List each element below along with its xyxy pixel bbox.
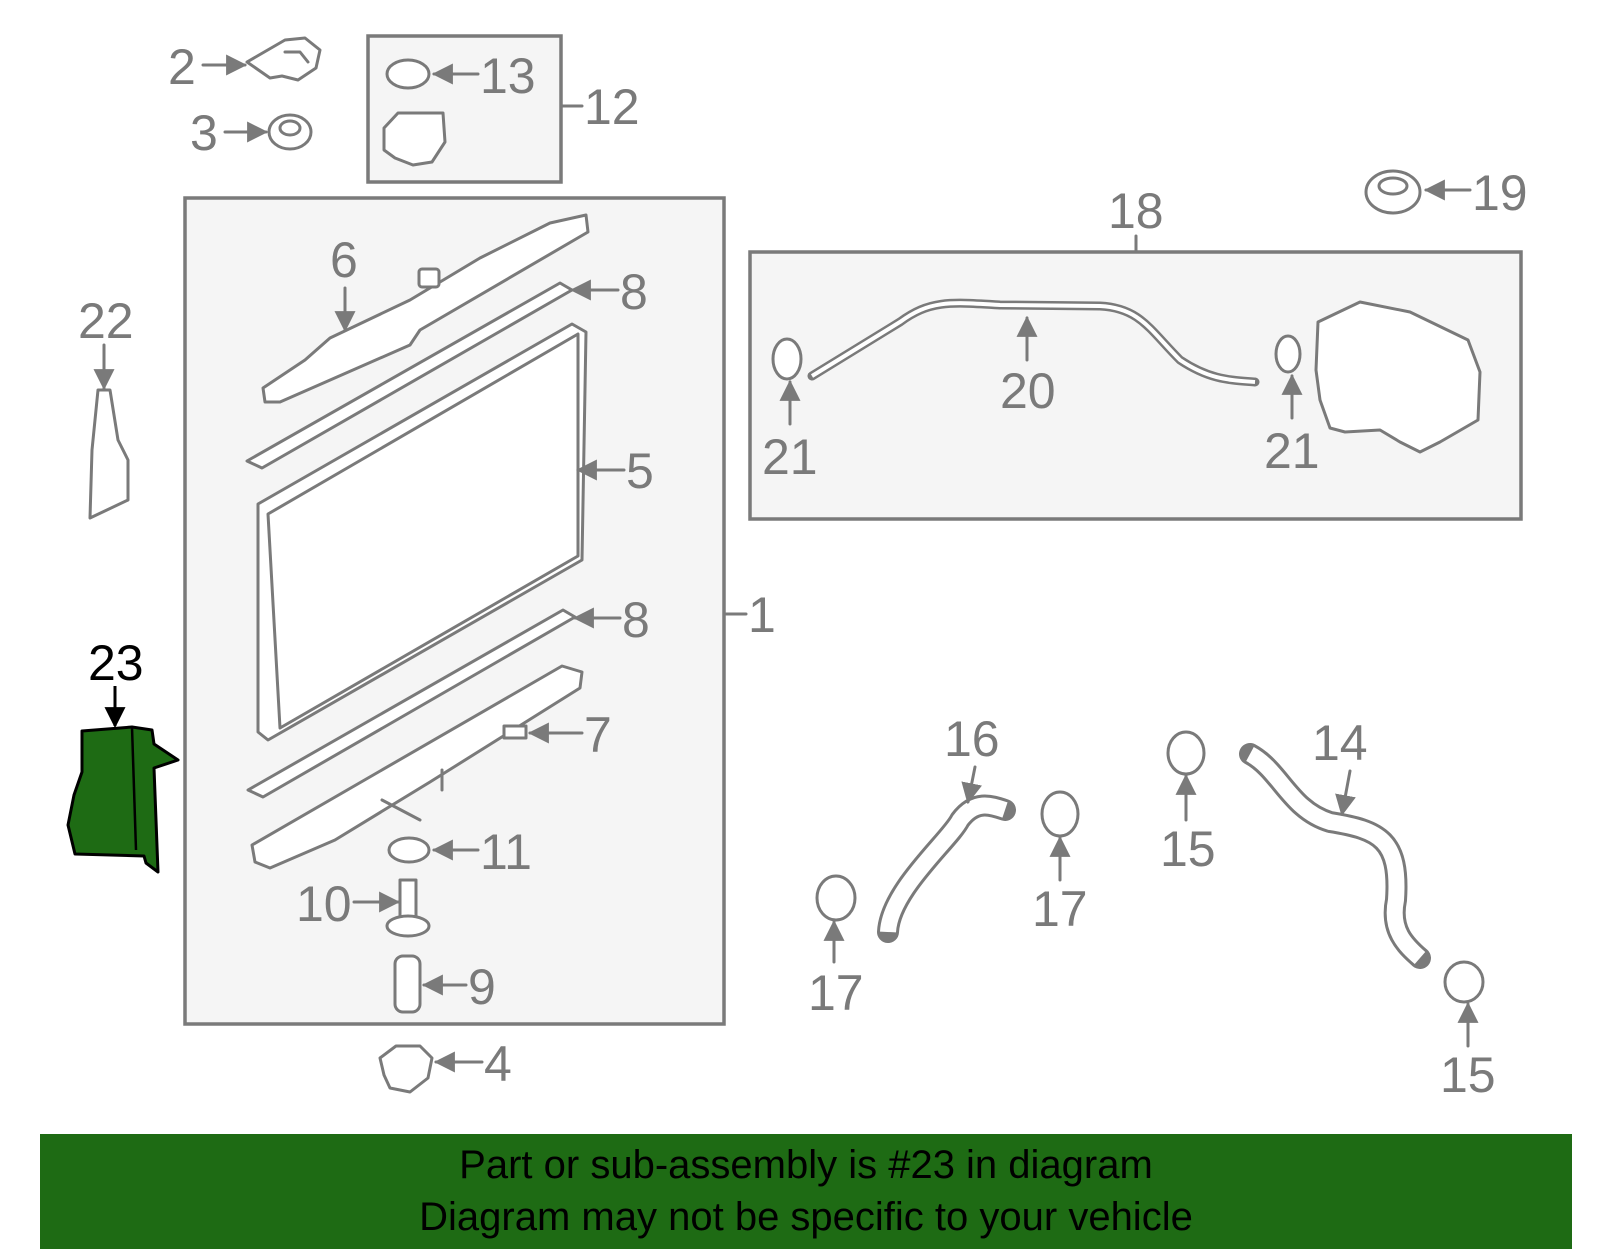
callout-18: 18 — [1108, 183, 1164, 239]
part-9-pin — [393, 954, 422, 1014]
part-16-upper-hose-inner — [880, 797, 1008, 934]
callout-3: 3 — [190, 105, 218, 161]
part-13-o-ring — [385, 58, 431, 90]
part-11-o-ring — [387, 836, 431, 864]
part-17-clamp-left — [815, 874, 857, 922]
callout-19: 19 — [1472, 165, 1528, 221]
part-15-clamp-lower — [1443, 960, 1485, 1004]
callout-23: 23 — [88, 635, 144, 691]
callout-8-lower: 8 — [622, 592, 650, 648]
callout-6: 6 — [330, 232, 358, 288]
callout-2: 2 — [168, 39, 196, 95]
callout-10: 10 — [296, 876, 352, 932]
callout-20: 20 — [1000, 363, 1056, 419]
callout-15-lower: 15 — [1440, 1047, 1496, 1103]
callout-17-middle: 17 — [1032, 881, 1088, 937]
part-info-banner: Part or sub-assembly is #23 in diagram D… — [40, 1134, 1572, 1249]
banner-part-text: Part or sub-assembly is #23 in diagram — [459, 1143, 1153, 1187]
parts-diagram: 2 3 13 12 6 8 5 1 8 7 11 10 9 4 22 23 18… — [66, 34, 1528, 1103]
callout-1: 1 — [748, 587, 776, 643]
part-18-reservoir-tank — [1314, 300, 1482, 454]
callout-17-left: 17 — [808, 965, 864, 1021]
callout-15-upper: 15 — [1160, 821, 1216, 877]
part-4-nut — [378, 1044, 434, 1094]
callout-8-upper: 8 — [620, 264, 648, 320]
callout-21-left: 21 — [762, 429, 818, 485]
callout-13: 13 — [480, 48, 536, 104]
part-21-right-clamp — [1274, 334, 1302, 374]
callout-22: 22 — [78, 293, 134, 349]
part-23-highlighted-baffle — [66, 725, 180, 874]
part-22-side-baffle — [88, 388, 130, 520]
callout-14: 14 — [1312, 715, 1368, 771]
callout-5: 5 — [626, 443, 654, 499]
callout-21-right: 21 — [1264, 423, 1320, 479]
part-17-clamp-middle — [1040, 790, 1080, 838]
callout-9: 9 — [468, 959, 496, 1015]
part-15-clamp-upper — [1166, 730, 1206, 776]
leader-16 — [961, 765, 983, 805]
part-2-bracket — [245, 36, 322, 82]
callout-7: 7 — [584, 707, 612, 763]
part-20-overflow-hose-inner — [810, 301, 1256, 384]
part-3-bushing — [267, 113, 313, 151]
leader-14 — [1335, 769, 1356, 817]
part-14-lower-hose-inner — [1245, 746, 1426, 965]
callout-4: 4 — [484, 1036, 512, 1092]
part-7-lower-tank — [250, 664, 584, 870]
part-21-left-clamp — [771, 337, 803, 381]
banner-disclaimer-text: Diagram may not be specific to your vehi… — [419, 1195, 1193, 1239]
part-6-upper-tank — [261, 213, 590, 404]
part-19-bushing — [1364, 169, 1422, 215]
part-16-upper-hose — [877, 794, 1016, 943]
part-5-radiator-core — [256, 322, 588, 742]
callout-11: 11 — [480, 824, 532, 880]
callout-16: 16 — [944, 711, 1000, 767]
callout-12: 12 — [584, 79, 640, 135]
part-12-radiator-cap — [382, 111, 447, 167]
